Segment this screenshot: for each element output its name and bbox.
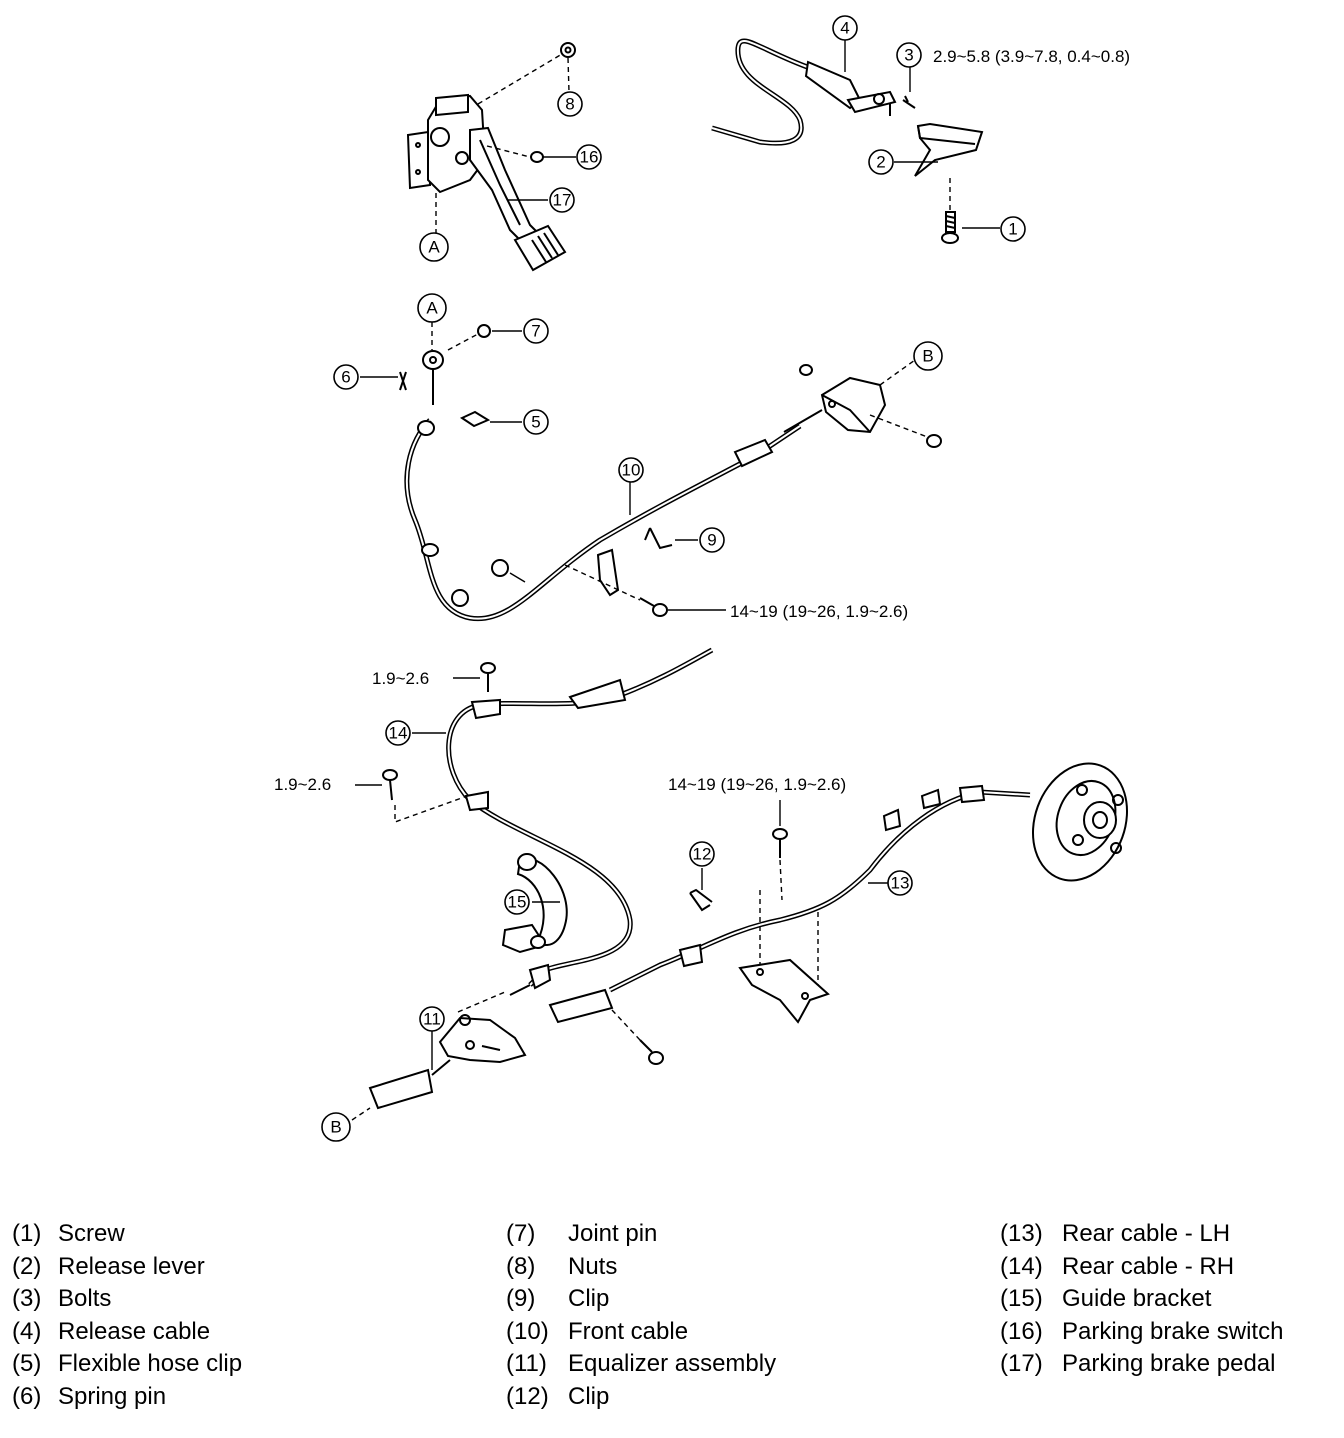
callout-7: 7: [523, 318, 549, 344]
equalizer-bracket-b: [783, 364, 887, 434]
svg-text:3: 3: [904, 46, 913, 65]
legend-item: (10)Front cable: [506, 1317, 689, 1345]
svg-text:B: B: [330, 1118, 341, 1137]
release-lever-2: [914, 122, 984, 177]
legend-item: (5)Flexible hose clip: [12, 1350, 243, 1377]
callout-14: 14: [385, 720, 411, 746]
legend-item: (15)Guide bracket: [1000, 1285, 1212, 1312]
legend-column-3: (13)Rear cable - LH (14)Rear cable - RH …: [1000, 1218, 1344, 1381]
svg-text:A: A: [428, 238, 440, 257]
svg-text:12: 12: [693, 845, 712, 864]
rear-cable-rh-14: [446, 647, 714, 990]
svg-text:7: 7: [531, 322, 540, 341]
bolt-lh-icon: [772, 828, 788, 858]
callout-2: 2: [868, 149, 894, 175]
legend-item: (11)Equalizer assembly: [506, 1350, 777, 1377]
clip-9-icon: [644, 527, 673, 550]
front-cable-10: [404, 418, 802, 622]
bolt-3-icon: [902, 95, 916, 109]
callout-1: 1: [1000, 216, 1026, 242]
callout-a-mid: A: [417, 293, 447, 323]
svg-text:6: 6: [341, 368, 350, 387]
legend-item: (8)Nuts: [506, 1252, 618, 1280]
callout-5: 5: [523, 409, 549, 435]
cable-end-pin: [422, 350, 444, 405]
legend-item: (4)Release cable: [12, 1317, 211, 1345]
front-bracket-icon: [596, 548, 620, 597]
torque-front-bracket: 14~19 (19~26, 1.9~2.6): [730, 602, 908, 621]
spring-pin-6-icon: [399, 371, 407, 391]
screw-1-icon: [941, 211, 959, 244]
svg-text:16: 16: [580, 148, 599, 167]
brake-drum-backing-plate: [1031, 762, 1129, 882]
callout-12: 12: [689, 841, 715, 867]
rear-cable-lh-13: [608, 784, 1031, 993]
callout-b-right: B: [913, 341, 943, 371]
svg-text:4: 4: [840, 19, 849, 38]
switch-16-icon: [530, 151, 544, 163]
svg-text:1: 1: [1008, 220, 1017, 239]
legend-item: (3)Bolts: [12, 1285, 112, 1312]
parking-brake-pedal-assembly: [406, 93, 567, 272]
svg-text:14: 14: [389, 724, 408, 743]
callout-4: 4: [832, 15, 858, 41]
legend-item: (1)Screw: [12, 1220, 125, 1247]
legend-item: (9)Clip: [506, 1285, 610, 1312]
torque-rh-lower: 1.9~2.6: [274, 775, 331, 794]
release-cable-4: [711, 38, 897, 146]
callout-13: 13: [887, 870, 913, 896]
joint-pin-7-icon: [477, 324, 491, 338]
callout-a-top: A: [419, 232, 449, 262]
callout-10: 10: [618, 457, 644, 483]
legend-item: (2)Release lever: [12, 1252, 205, 1280]
svg-text:2: 2: [876, 153, 885, 172]
torque-rh-upper: 1.9~2.6: [372, 669, 429, 688]
lh-bracket-icon: [738, 958, 830, 1024]
torque-bolt-3: 2.9~5.8 (3.9~7.8, 0.4~0.8): [933, 47, 1130, 66]
leader-16: [486, 145, 531, 158]
callout-9: 9: [699, 527, 725, 553]
svg-text:8: 8: [565, 95, 574, 114]
nut-8-icon: [560, 42, 576, 58]
hose-clip-5-icon: [459, 410, 491, 428]
callout-17: 17: [549, 187, 575, 213]
legend-item: (12)Clip: [506, 1382, 610, 1410]
legend-item: (16)Parking brake switch: [1000, 1317, 1284, 1345]
legend-item: (14)Rear cable - RH: [1000, 1252, 1235, 1280]
legend-column-1: (1)Screw (2)Release lever (3)Bolts (4)Re…: [12, 1218, 412, 1413]
legend-item: (6)Spring pin: [12, 1382, 167, 1410]
bracket-bolt-icon: [926, 434, 942, 448]
clip-12-icon: [689, 888, 713, 912]
front-bolt-icon: [639, 597, 668, 617]
bolt-rh-lower-icon: [382, 769, 398, 801]
svg-text:5: 5: [531, 413, 540, 432]
callout-15: 15: [504, 889, 530, 915]
callout-6: 6: [333, 364, 359, 390]
legend-item: (13)Rear cable - LH: [1000, 1220, 1231, 1247]
callout-8: 8: [557, 91, 583, 117]
svg-text:9: 9: [707, 531, 716, 550]
legend-column-2: (7)Joint pin (8)Nuts (9)Clip (10)Front c…: [506, 1218, 906, 1413]
callout-11: 11: [419, 1006, 445, 1032]
leader-8: [477, 53, 563, 105]
equalizer-assembly-11: [368, 984, 614, 1110]
svg-text:A: A: [426, 299, 438, 318]
svg-text:10: 10: [622, 461, 641, 480]
svg-text:B: B: [922, 347, 933, 366]
svg-text:15: 15: [508, 893, 527, 912]
legend-item: (7)Joint pin: [506, 1220, 658, 1247]
equalizer-bolt-icon: [639, 1039, 664, 1065]
callout-3: 3: [896, 42, 922, 68]
svg-text:11: 11: [423, 1010, 441, 1029]
bolt-rh-upper-icon: [480, 662, 496, 692]
legend-item: (17)Parking brake pedal: [1000, 1350, 1276, 1377]
torque-lh-bracket: 14~19 (19~26, 1.9~2.6): [668, 775, 846, 794]
svg-text:17: 17: [553, 191, 572, 210]
callout-b-left: B: [321, 1112, 351, 1142]
callout-16: 16: [576, 144, 602, 170]
svg-text:13: 13: [891, 874, 910, 893]
parking-brake-exploded-diagram: 8 16 17 A 4 3 2 1 A 7 6 5 B 10 9 14 12 1…: [274, 15, 1130, 1142]
